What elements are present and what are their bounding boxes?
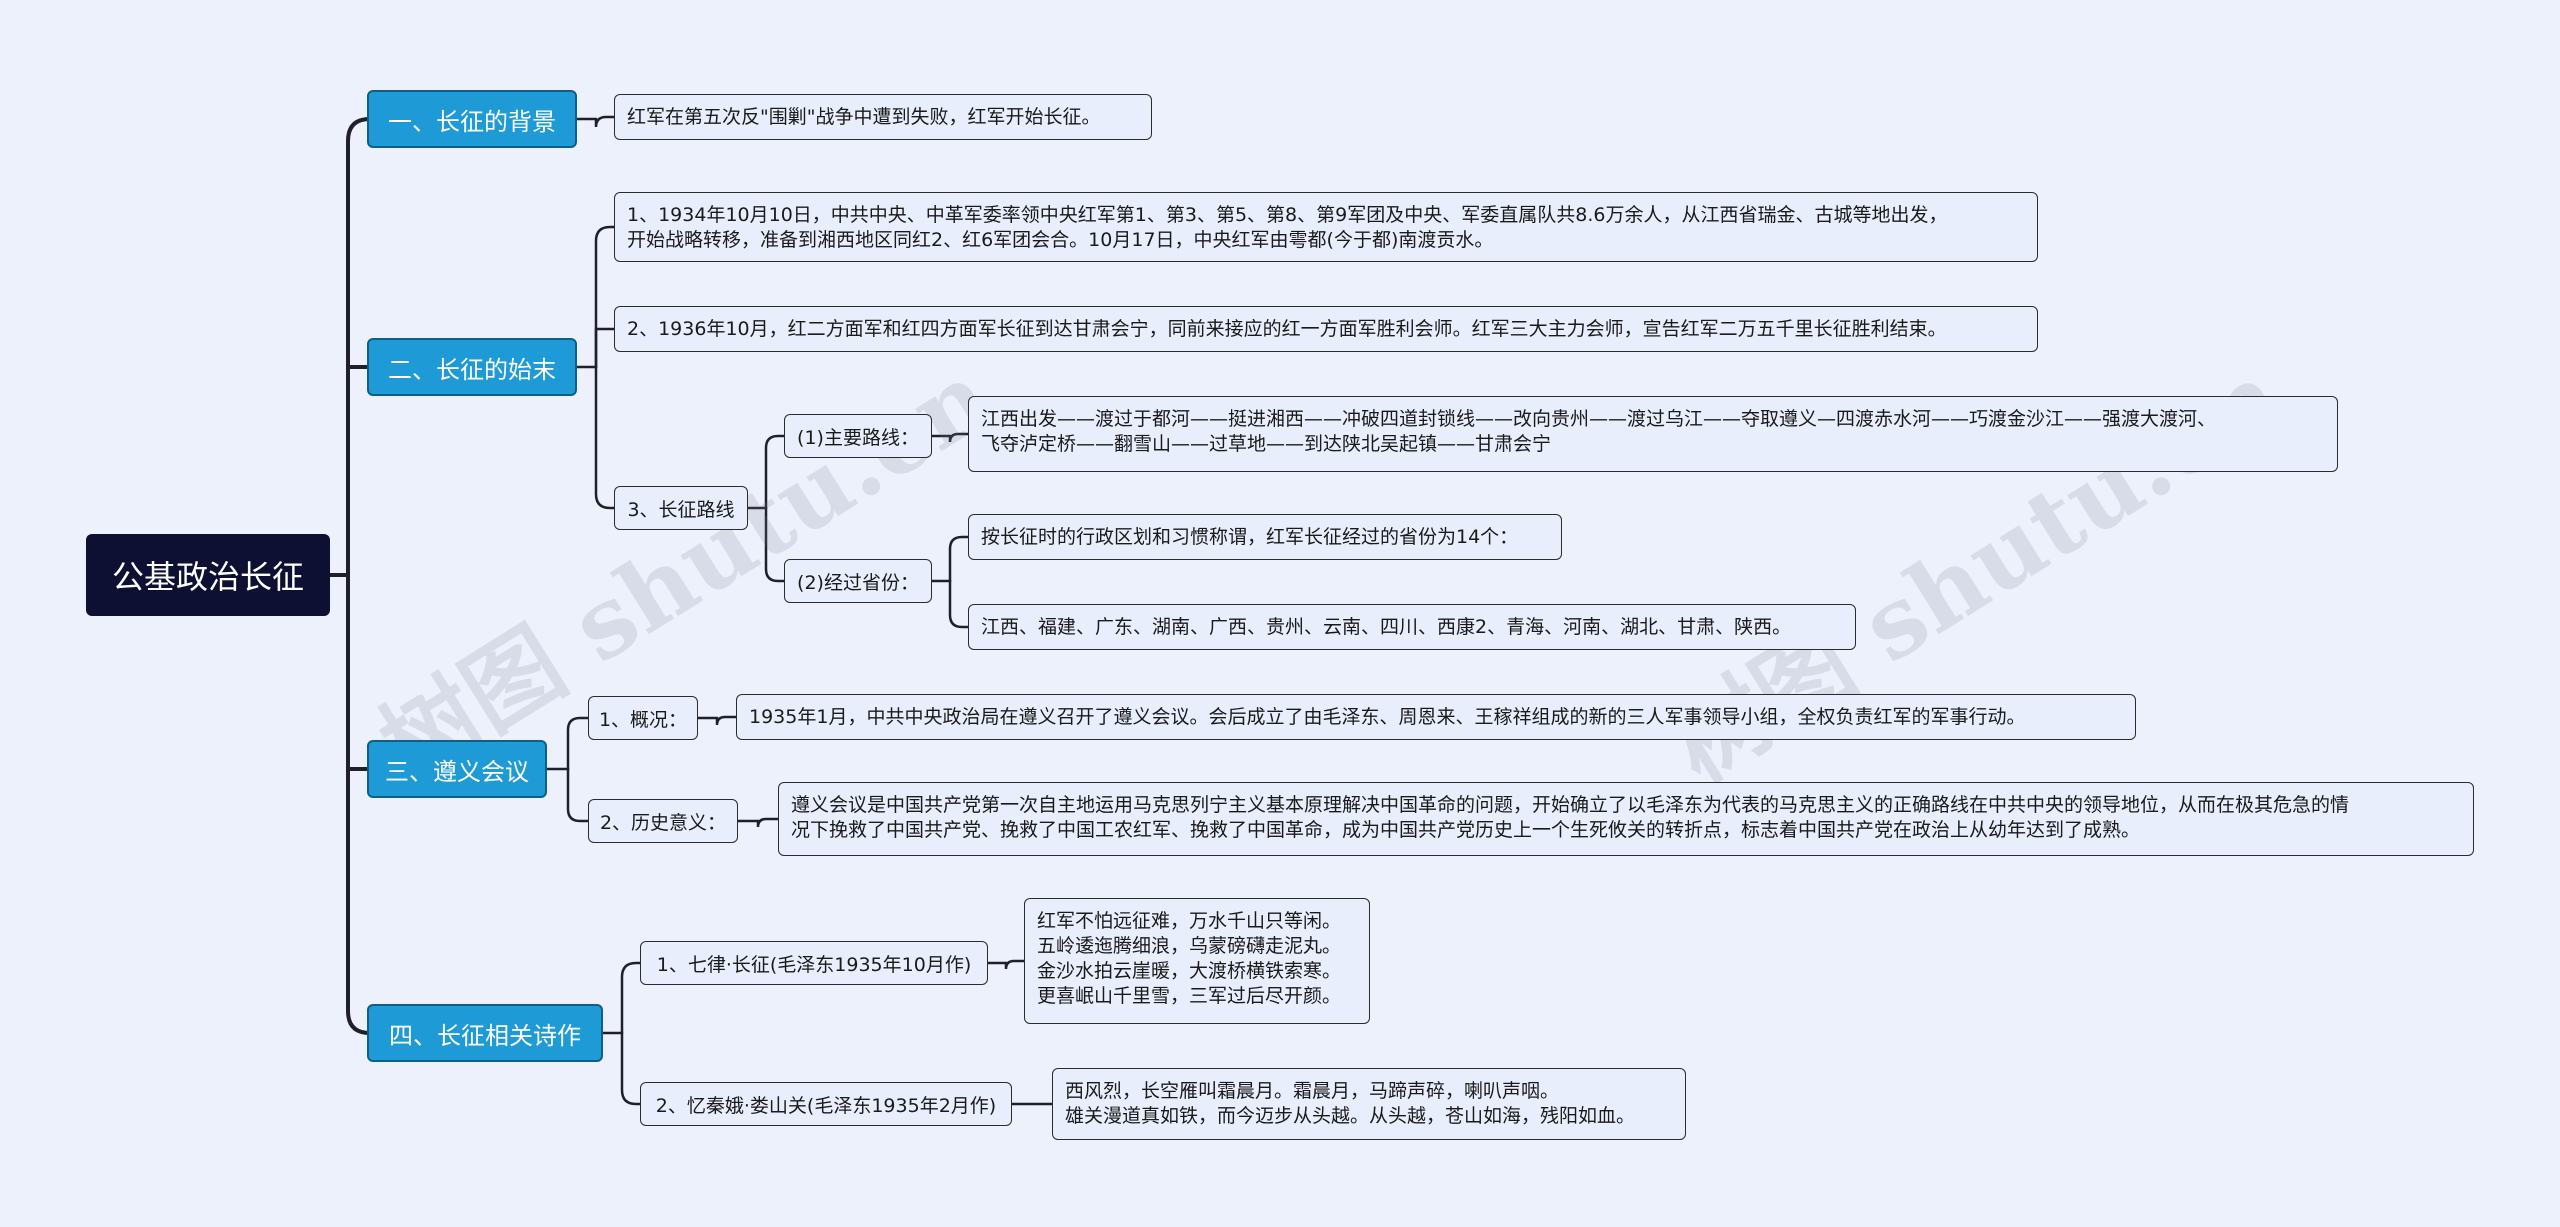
route-link-branch-0 [764,434,786,510]
leaf-course-item1: 1、1934年10月10日，中共中央、中革军委率领中央红军第1、第3、第5、第8… [614,192,2038,262]
leaf-background-text: 红军在第五次反"围剿"战争中遭到失败，红军开始长征。 [614,94,1152,140]
leaf-zunyi-meaning-text: 遵义会议是中国共产党第一次自主地运用马克思列宁主义基本原理解决中国革命的问题，开… [778,782,2474,856]
leaf-course-item2: 2、1936年10月，红二方面军和红四方面军长征到达甘肃会宁，同前来接应的红一方… [614,306,2038,352]
main-route-link-branch-0 [948,432,970,443]
leaf-poem1-text: 红军不怕远征难，万水千山只等闲。 五岭逶迤腾细浪，乌蒙磅礴走泥丸。 金沙水拍云崖… [1024,898,1370,1024]
leaf-provinces-list: 江西、福建、广东、湖南、广西、贵州、云南、四川、西康2、青海、河南、湖北、甘肃、… [968,604,1856,650]
node-route[interactable]: 3、长征路线 [614,486,748,530]
root-link-branch-2 [346,573,369,771]
background-link-branch-0 [594,115,616,128]
root-link-branch-1 [346,365,369,577]
course-link-branch-0 [594,225,616,369]
node-main-route[interactable]: (1)主要路线： [784,414,932,458]
node-provinces[interactable]: (2)经过省份： [784,559,932,603]
node-zunyi-overview[interactable]: 1、概况： [588,696,698,740]
poem1-link-branch-0 [1004,959,1026,970]
leaf-zunyi-overview-text: 1935年1月，中共中央政治局在遵义召开了遵义会议。会后成立了由毛泽东、周恩来、… [736,694,2136,740]
route-link-branch-1 [764,506,786,583]
leaf-poem2-text: 西风烈，长空雁叫霜晨月。霜晨月，马蹄声碎，喇叭声咽。 雄关漫道真如铁，而今迈步从… [1052,1068,1686,1140]
branch-zunyi[interactable]: 三、遵义会议 [367,740,547,798]
poems-link-branch-1 [620,1031,642,1106]
node-poem1-title[interactable]: 1、七律·长征(毛泽东1935年10月作) [640,941,988,985]
root-link-branch-3 [346,573,371,1035]
course-link-branch-1 [594,327,616,369]
zunyi-link-branch-0 [566,716,590,771]
provinces-link-branch-1 [948,579,970,629]
zunyi-overview-link-branch-0 [715,715,738,726]
node-poem2-title[interactable]: 2、忆秦娥·娄山关(毛泽东1935年2月作) [640,1082,1012,1126]
provinces-link-branch-0 [948,535,970,583]
leaf-main-route-text: 江西出发——渡过于都河——挺进湘西——冲破四道封锁线——改向贵州——渡过乌江——… [968,396,2338,472]
root-node[interactable]: 公基政治长征 [86,534,330,616]
branch-course[interactable]: 二、长征的始末 [367,338,577,396]
branch-poems[interactable]: 四、长征相关诗作 [367,1004,603,1062]
node-zunyi-meaning[interactable]: 2、历史意义： [588,799,738,843]
leaf-provinces-intro: 按长征时的行政区划和习惯称谓，红军长征经过的省份为14个： [968,514,1562,560]
branch-background[interactable]: 一、长征的背景 [367,90,577,148]
zunyi-meaning-link-branch-0 [756,817,780,828]
poems-link-branch-0 [620,961,642,1035]
course-link-branch-2 [594,365,616,510]
zunyi-link-branch-1 [566,767,590,823]
